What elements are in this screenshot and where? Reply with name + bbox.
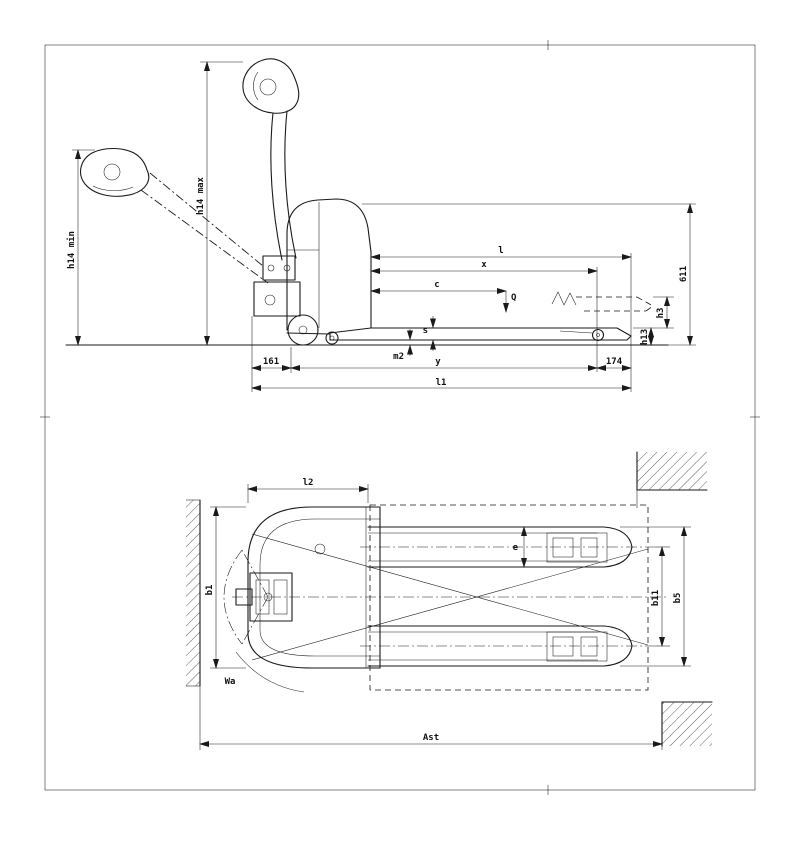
tiller-head-lowered [79,147,150,197]
wall-top-right [637,452,707,490]
side-view-dimensions: h14 max h14 min l x c Q 611 [66,61,696,392]
plan-view: l2 b1 e b11 b5 Wa Ast [186,451,713,750]
side-view: h14 max h14 min l x c Q 611 [65,58,696,392]
label-b11: b11 [651,590,661,606]
plan-view-truck [223,504,666,693]
drive-housing [253,281,301,317]
fork-side [329,327,632,341]
label-h14-min: h14 min [66,231,77,269]
side-view-truck [65,58,669,346]
label-b1: b1 [205,585,215,596]
label-e: e [513,543,519,553]
label-l: l [498,246,503,256]
caster-wheel [325,331,339,345]
drawing-frame [40,40,760,795]
label-wa: Wa [225,677,236,687]
diagonal-1 [251,548,649,661]
body-plan [247,506,381,669]
label-161: 161 [263,357,279,367]
label-174: 174 [606,357,623,367]
label-l2: l2 [303,478,314,488]
label-m2: m2 [393,352,404,362]
label-q: Q [511,293,517,303]
tiller-head-upright [242,58,300,114]
wall-left [186,500,200,686]
label-h3: h3 [656,308,666,319]
tiller-pivot [262,255,296,281]
tiller-arm-lowered [149,172,264,267]
tiller-arm [270,112,283,261]
steer-unit [249,572,293,622]
pallet-outline [369,504,649,691]
drive-wheel [287,314,319,346]
frame-border [44,44,756,791]
load-roller [591,328,605,342]
label-611: 611 [679,266,689,282]
label-ast: Ast [423,733,439,743]
label-h13: h13 [640,329,650,345]
label-y: y [435,357,441,367]
label-h14-max: h14 max [196,176,206,215]
tiller-stub [235,588,253,606]
label-l1: l1 [436,378,447,388]
label-b5: b5 [673,593,683,604]
steer-arc [223,549,243,645]
aisle-walls [186,451,713,747]
turning-radius-arc [235,651,305,693]
wall-bottom-right [662,702,712,746]
break-line [551,291,577,306]
label-s: s [423,326,428,336]
plan-view-dimensions: l2 b1 e b11 b5 Wa Ast [199,478,691,750]
label-c: c [434,280,439,290]
label-x: x [481,260,487,270]
diagonal-2 [251,533,649,646]
